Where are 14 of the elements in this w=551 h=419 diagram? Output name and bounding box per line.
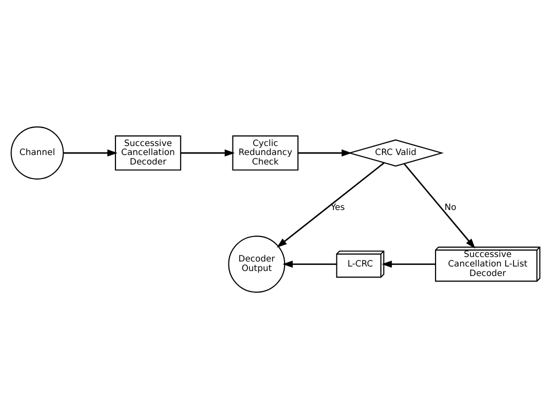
edge-label: Yes (330, 202, 345, 213)
arrow (180, 149, 235, 157)
arrow (382, 260, 436, 268)
arrow (282, 260, 337, 268)
edge-label: No (444, 202, 456, 213)
node-diamond: CRC Valid (348, 139, 444, 167)
node-circle: Channel (10, 126, 64, 180)
node-box: Cyclic Redundancy Check (232, 135, 298, 171)
node-box: Successive Cancellation Decoder (114, 135, 182, 171)
arrow (63, 149, 118, 157)
arrow (404, 163, 476, 249)
arrow (298, 149, 352, 157)
node-circle: Decoder Output (228, 236, 286, 293)
arrow (276, 162, 385, 248)
